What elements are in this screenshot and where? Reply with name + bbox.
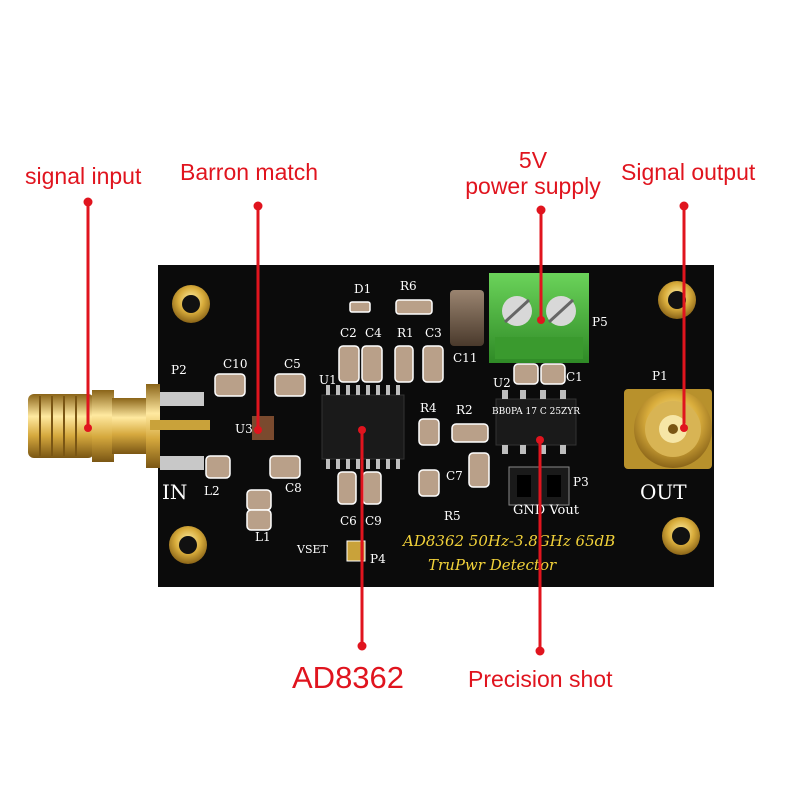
power-supply-text: power supply: [465, 173, 601, 199]
mounting-hole-bottom-left: [169, 526, 207, 564]
chip-marking: BB0PA 17 C 25ZYR: [492, 407, 580, 417]
svg-text:C8: C8: [285, 481, 302, 495]
svg-text:C4: C4: [365, 326, 382, 340]
smd-components: [205, 299, 566, 531]
svg-text:C7: C7: [446, 469, 463, 483]
svg-text:C6: C6: [340, 514, 357, 528]
svg-text:R1: R1: [397, 326, 414, 340]
pointer-precision-shot: [535, 436, 545, 656]
input-pad-top: [160, 392, 204, 406]
svg-text:L1: L1: [255, 530, 271, 544]
mounting-hole-bottom-right: [662, 517, 700, 555]
input-pad-bottom: [160, 456, 204, 470]
barron-match-label: Barron match: [180, 159, 319, 185]
svg-text:D1: D1: [354, 282, 371, 296]
svg-text:P2: P2: [171, 363, 187, 377]
svg-text:C5: C5: [284, 357, 301, 371]
svg-text:C10: C10: [223, 357, 247, 371]
svg-text:C11: C11: [453, 351, 477, 365]
svg-text:C3: C3: [425, 326, 442, 340]
svg-text:R5: R5: [444, 509, 461, 523]
vset-silk: VSET: [296, 543, 329, 556]
chip-label: AD8362: [292, 660, 405, 695]
pointer-chip: [357, 426, 367, 651]
pointer-barron-match: [253, 201, 263, 434]
svg-text:C1: C1: [566, 370, 583, 384]
power-supply-voltage: 5V: [518, 147, 548, 173]
terminal-block: [489, 273, 589, 363]
signal-input-label: signal input: [25, 163, 142, 189]
silkscreen-labels: D1 R6 C2 C4 R1 C3 C11 P5 U2 C1 P1 P2 C10…: [162, 279, 687, 574]
in-silk: IN: [162, 480, 187, 504]
power-supply-label: 5V power supply: [453, 147, 613, 199]
svg-text:P4: P4: [370, 552, 386, 566]
svg-text:P5: P5: [592, 315, 608, 329]
signal-output-label: Signal output: [621, 159, 756, 185]
svg-text:U3: U3: [235, 422, 253, 436]
board-title-line2: TruPwr Detector: [428, 556, 557, 574]
svg-text:P3: P3: [573, 475, 589, 489]
svg-text:U2: U2: [493, 376, 511, 390]
sma-output-connector: [624, 389, 712, 469]
svg-text:C2: C2: [340, 326, 357, 340]
mounting-hole-top-right: [658, 281, 696, 319]
pointer-signal-input: [83, 197, 93, 432]
out-silk: OUT: [640, 480, 687, 504]
svg-text:R4: R4: [420, 401, 437, 415]
svg-text:U1: U1: [319, 373, 337, 387]
mounting-hole-top-left: [172, 285, 210, 323]
precision-shot-label: Precision shot: [468, 666, 613, 692]
svg-text:R2: R2: [456, 403, 473, 417]
sma-input-connector: [28, 384, 210, 468]
pointer-signal-output: [679, 201, 689, 432]
board-title-line1: AD8362 50Hz-3.8GHz 65dB: [401, 532, 615, 550]
capacitor-c11: [450, 290, 484, 346]
gnd-vout-silk: GND Vout: [513, 503, 580, 518]
svg-text:R6: R6: [400, 279, 417, 293]
svg-text:P1: P1: [652, 369, 668, 383]
pointer-power-supply: [536, 205, 546, 324]
ic-u2: BB0PA 17 C 25ZYR: [492, 390, 580, 454]
svg-text:L2: L2: [204, 484, 220, 498]
svg-text:C9: C9: [365, 514, 382, 528]
